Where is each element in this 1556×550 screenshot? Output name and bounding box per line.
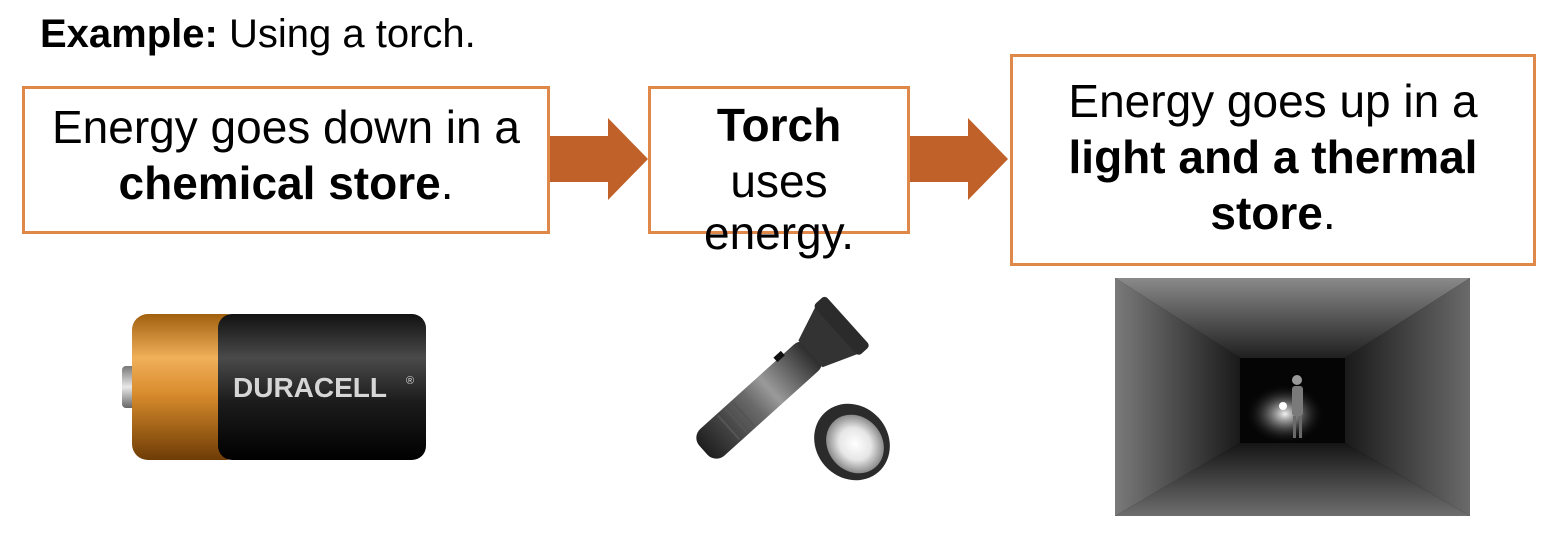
- output-energy-period: .: [1322, 187, 1336, 239]
- input-energy-line1: Energy goes down in a: [52, 101, 520, 153]
- chemical-store-text: chemical store: [118, 157, 441, 209]
- store-text: store: [1210, 187, 1323, 239]
- light-thermal-text: light and a thermal: [1068, 131, 1478, 183]
- battery-trademark: ®: [406, 375, 414, 387]
- example-text: Using a torch.: [217, 12, 476, 56]
- torch-bold-text: Torch: [716, 99, 842, 151]
- right-arrow-icon: [910, 118, 1008, 200]
- battery-image: DURACELL ®: [122, 314, 426, 460]
- torch-label: Torch: [651, 97, 907, 153]
- output-energy-line2: light and a thermal: [1013, 129, 1533, 185]
- right-arrow-icon: [550, 118, 648, 200]
- output-energy-line3: store.: [1013, 185, 1533, 241]
- torch-device-box: Torch uses energy.: [648, 86, 910, 259]
- example-label: Example:: [40, 12, 218, 56]
- output-energy-box: Energy goes up in a light and a thermal …: [1010, 54, 1536, 266]
- battery-brand-text: DURACELL: [233, 372, 387, 403]
- torch-uses-text: uses: [730, 155, 828, 207]
- dark-tunnel-image: [1115, 278, 1470, 516]
- output-energy-line1: Energy goes up in a: [1068, 75, 1478, 127]
- torch-image: [696, 296, 890, 481]
- input-energy-box: Energy goes down in a chemical store.: [22, 86, 550, 234]
- torch-energy-text: energy.: [703, 207, 855, 259]
- input-energy-line2: chemical store.: [25, 155, 547, 211]
- example-heading: Example: Using a torch.: [40, 8, 476, 60]
- input-energy-period: .: [440, 157, 454, 209]
